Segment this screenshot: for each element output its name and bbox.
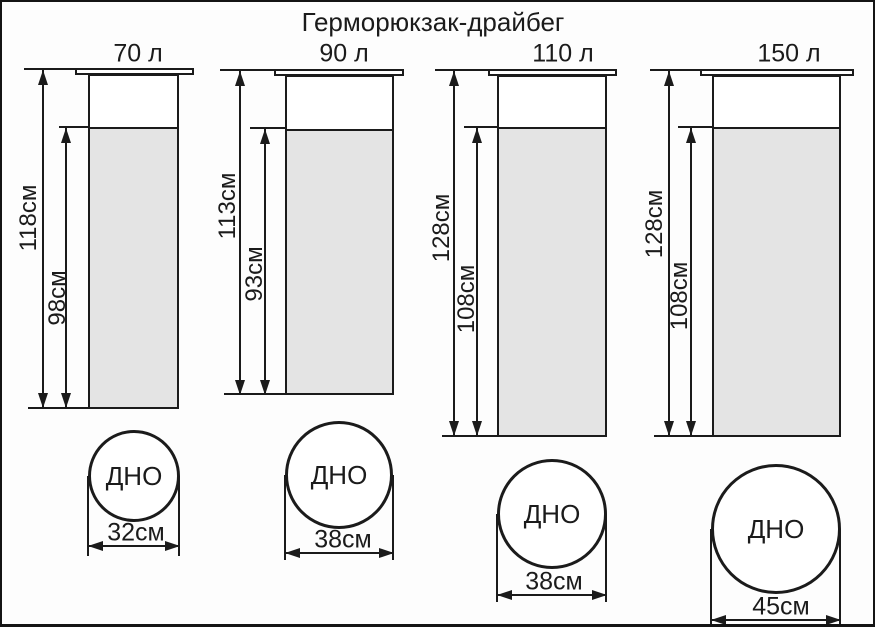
volume-label-70l: 70 л xyxy=(113,39,163,68)
bag-height-label: 98см xyxy=(44,270,71,326)
bag-height-arrow xyxy=(686,128,696,436)
extension-line-top xyxy=(650,69,702,71)
extension-line-fill xyxy=(59,126,90,128)
extension-line-top xyxy=(435,69,489,71)
bag-filled-section xyxy=(497,127,607,437)
bottom-circle-label: ДНО xyxy=(310,460,368,490)
diameter-dimension-arrow xyxy=(88,541,180,551)
bottom-circle: ДНО xyxy=(285,421,393,529)
total-height-label: 118см xyxy=(15,184,42,252)
total-height-label: 113см xyxy=(214,172,241,240)
diameter-extension-left xyxy=(496,514,498,602)
total-height-arrow xyxy=(235,71,245,395)
diameter-extension-left xyxy=(284,475,286,560)
bag-filled-section xyxy=(88,127,179,409)
bag-height-label: 108см xyxy=(666,261,693,331)
diameter-label: 38см xyxy=(525,567,583,596)
diagram-title: Герморюкзак-драйбег xyxy=(301,7,565,37)
total-height-arrow xyxy=(38,70,48,408)
diameter-extension-right xyxy=(839,529,841,624)
bag-height-arrow xyxy=(472,128,482,436)
bag-height-arrow xyxy=(260,129,270,395)
bottom-circle: ДНО xyxy=(88,430,180,522)
diameter-dimension-arrow xyxy=(497,590,607,600)
baseline xyxy=(28,407,90,409)
baseline xyxy=(224,393,287,395)
extension-line-fill xyxy=(250,127,287,129)
extension-line-top xyxy=(24,68,76,70)
total-height-label: 128см xyxy=(641,189,668,259)
extension-line-fill xyxy=(464,126,499,128)
diameter-label: 32см xyxy=(107,518,165,547)
extension-line-top xyxy=(220,69,276,71)
diameter-label: 45см xyxy=(752,592,810,621)
bottom-circle-label: ДНО xyxy=(747,514,805,544)
bag-height-arrow xyxy=(61,128,71,408)
bag-height-label: 108см xyxy=(453,264,480,334)
diameter-dimension-arrow xyxy=(711,615,841,624)
bag-filled-section xyxy=(712,127,841,437)
total-height-label: 128см xyxy=(428,193,455,263)
diameter-label: 38см xyxy=(314,525,372,554)
bag-height-label: 93см xyxy=(241,246,268,302)
bag-filled-section xyxy=(285,129,394,395)
diameter-dimension-arrow xyxy=(285,548,394,558)
diameter-extension-right xyxy=(392,475,394,560)
bottom-circle-label: ДНО xyxy=(523,499,581,529)
total-height-arrow xyxy=(664,71,674,436)
bottom-circle: ДНО xyxy=(497,459,607,569)
bottom-circle-label: ДНО xyxy=(105,461,163,491)
diameter-extension-left xyxy=(87,476,89,556)
diameter-extension-right xyxy=(605,514,607,602)
baseline xyxy=(654,435,714,437)
diameter-extension-left xyxy=(710,529,712,624)
extension-line-fill xyxy=(678,126,714,128)
total-height-arrow xyxy=(449,71,459,436)
volume-label-150l: 150 л xyxy=(757,39,821,68)
volume-label-90l: 90 л xyxy=(319,39,369,68)
bottom-circle: ДНО xyxy=(711,464,841,594)
baseline xyxy=(442,435,499,437)
diameter-extension-right xyxy=(178,476,180,556)
volume-label-110l: 110 л xyxy=(532,39,594,68)
